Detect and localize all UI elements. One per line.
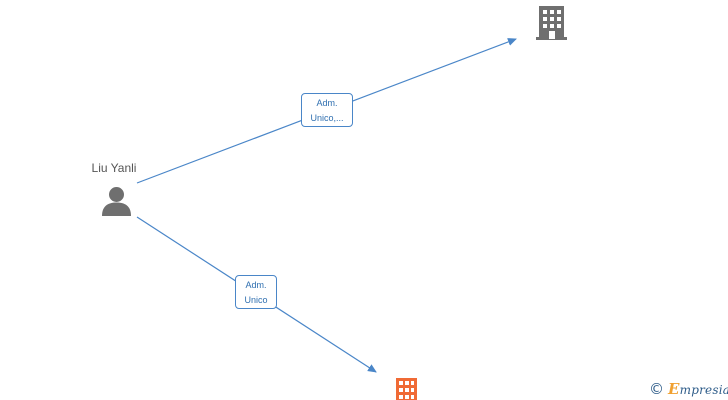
- relation-label-bottom[interactable]: Adm. Unico: [235, 275, 277, 309]
- brand-rest: mpresia: [679, 383, 728, 397]
- empresia-watermark: © Empresia: [649, 379, 728, 399]
- building-icon[interactable]: [535, 6, 568, 40]
- relation-label-line2: Unico: [244, 295, 268, 305]
- relation-label-top[interactable]: Adm. Unico,...: [301, 93, 353, 127]
- relation-label-line1: Adm.: [245, 280, 267, 290]
- relation-label-line2: Unico,...: [310, 113, 344, 123]
- building-icon[interactable]: [394, 378, 419, 400]
- person-name[interactable]: Liu Yanli: [91, 161, 137, 175]
- brand-initial: E: [668, 380, 680, 398]
- relation-label-line1: Adm.: [316, 98, 338, 108]
- copyright-symbol: ©: [649, 380, 664, 398]
- person-icon[interactable]: [100, 186, 133, 217]
- brand-logo: Empresia: [668, 380, 728, 398]
